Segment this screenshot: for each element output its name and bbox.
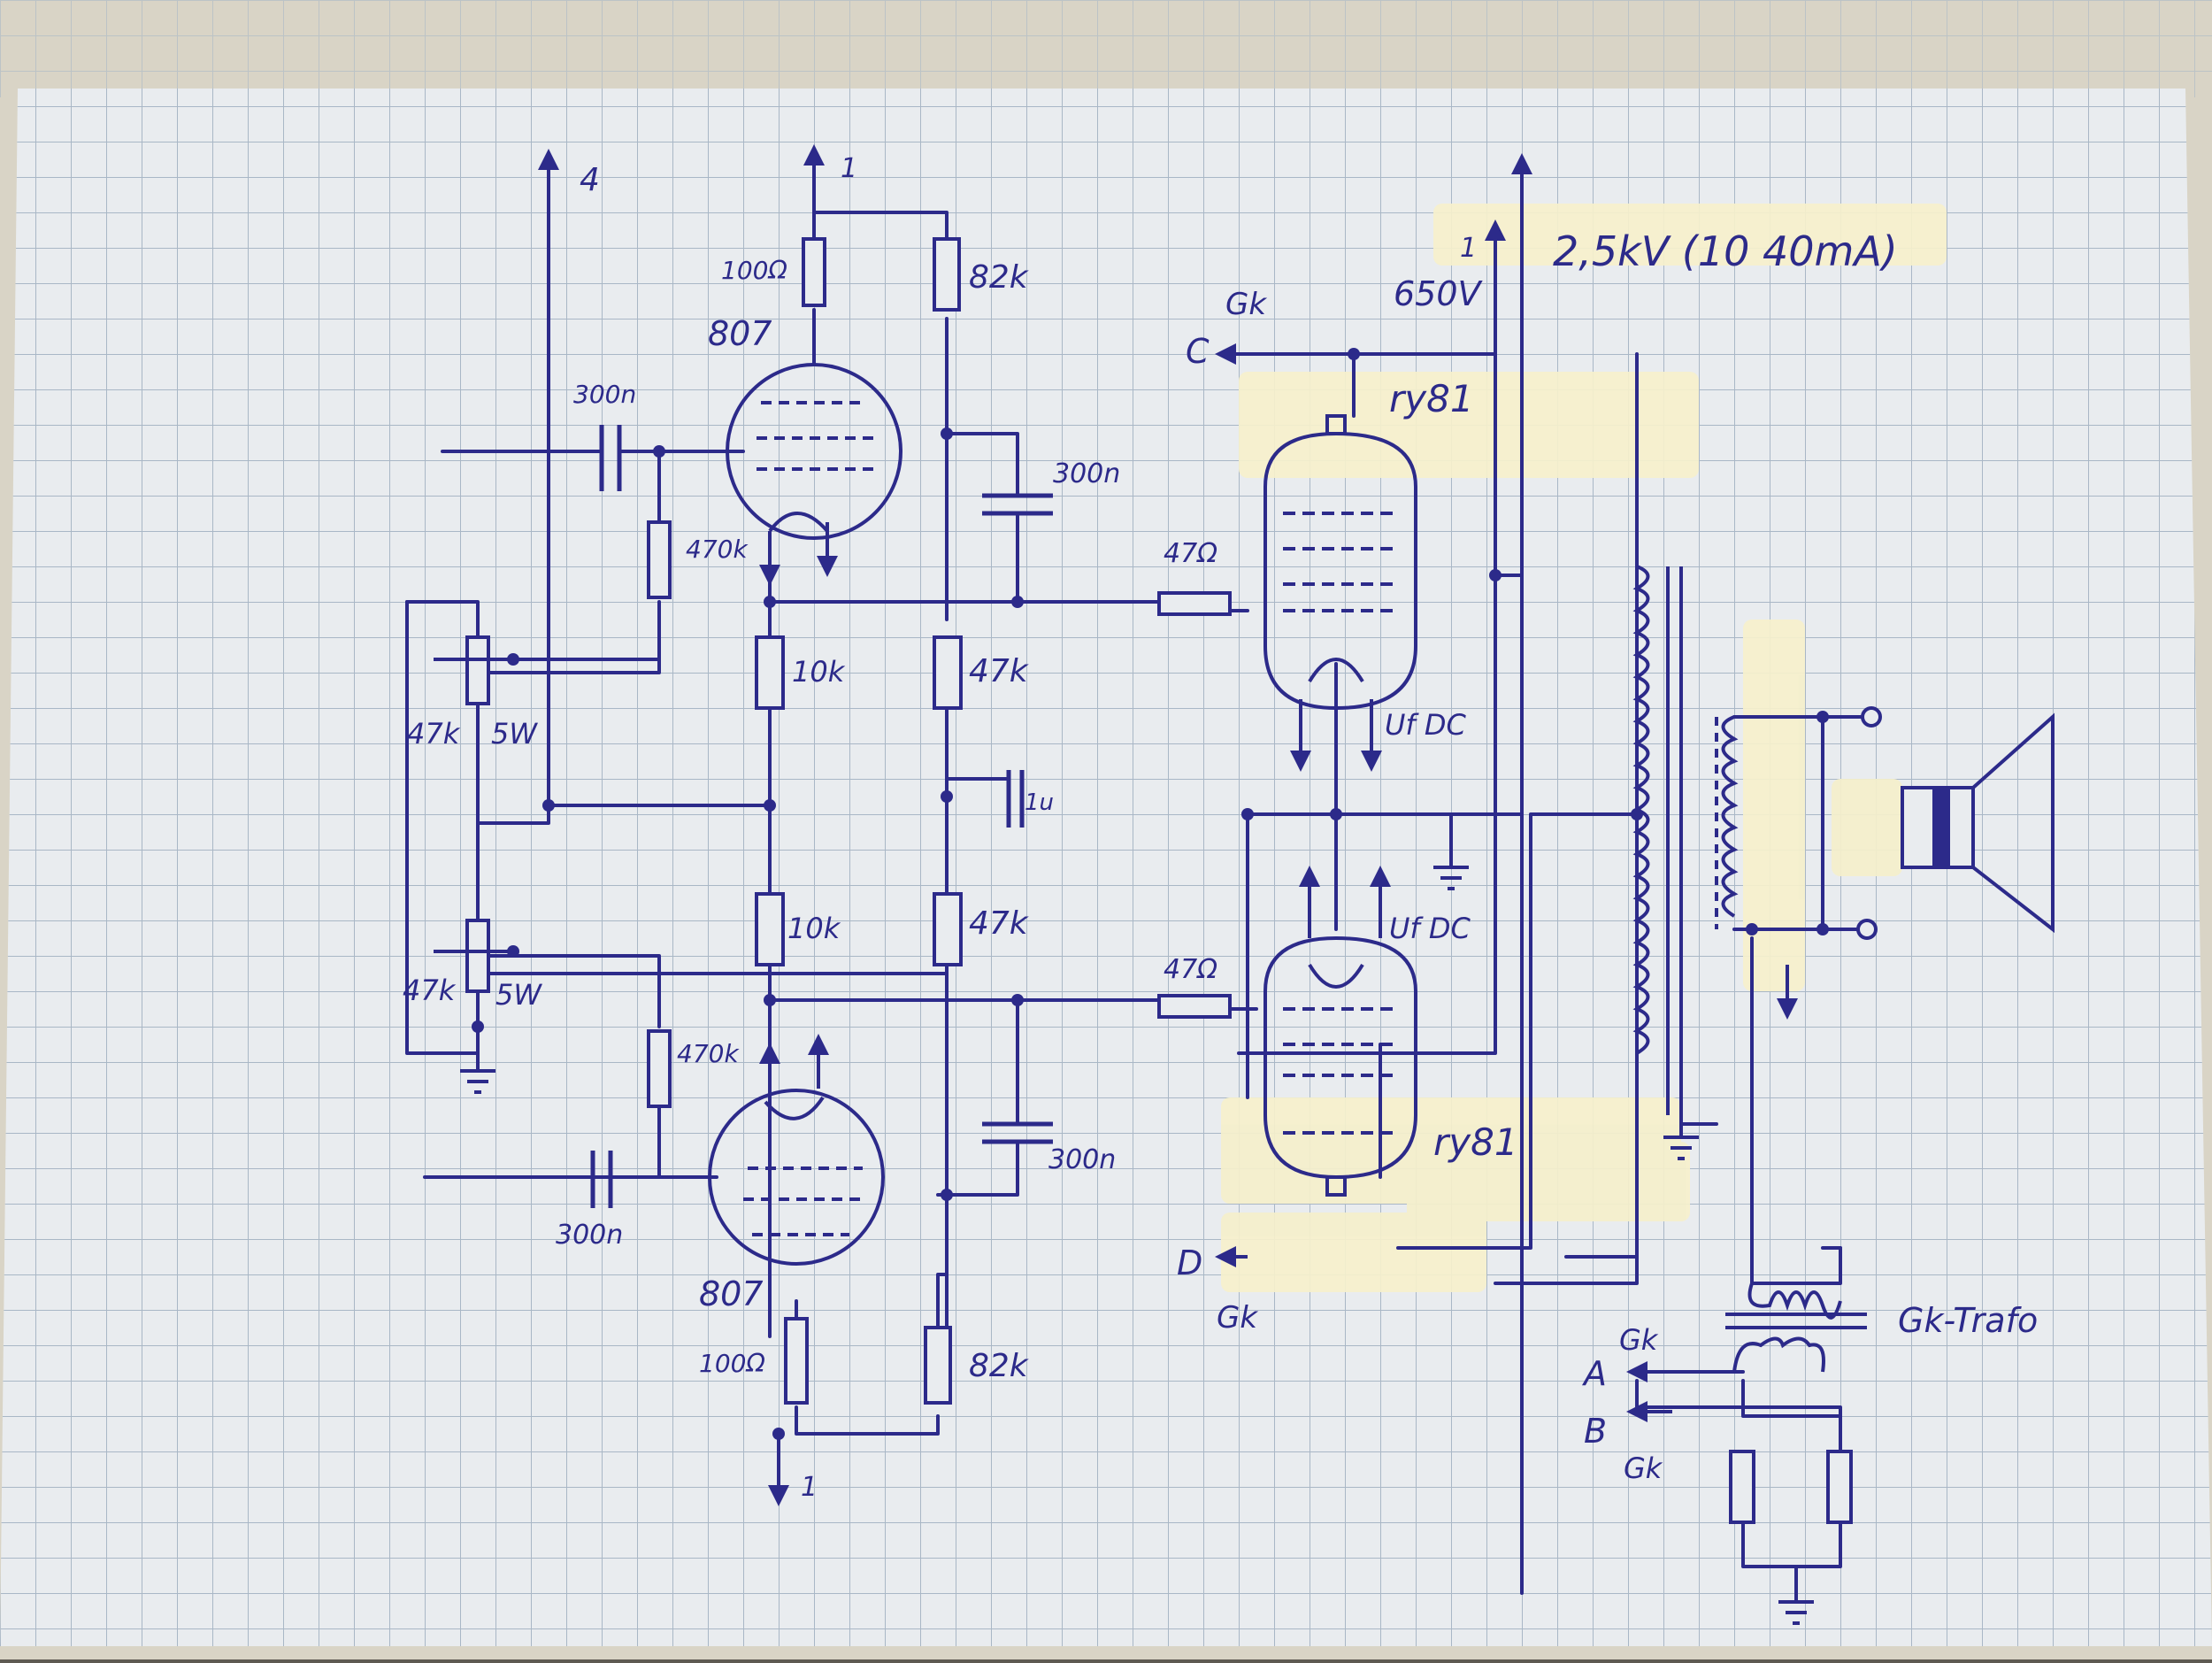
label-pot-top-w: 5W [491,717,538,751]
label-gk-trafo: Gk-Trafo [1898,1301,2038,1340]
label-r-10k-top: 10k [792,655,846,689]
label-rail-4: 4 [580,162,600,198]
label-gk-b: Gk [1624,1451,1663,1485]
label-r-47k-top: 47k [969,653,1030,689]
label-port-c: C [1186,332,1210,371]
capacitors [590,425,1053,1208]
label-cap-top-right: 300n [1053,458,1120,489]
tube-807-bottom [708,1089,885,1266]
pot-wipers [434,658,659,953]
cap-300n-top-in [599,425,622,491]
label-gk-c: Gk [1225,287,1267,322]
label-pot-bottom-w: 5W [495,978,542,1012]
schematic-wiring [405,149,1869,1604]
ground-center [1433,866,1469,890]
label-rail-1-bottom: 1 [801,1472,818,1503]
resistor-47r-bottom [1157,994,1232,1019]
label-gk-a: Gk [1619,1323,1659,1357]
ground-left [460,1053,495,1094]
label-r-47k-bottom: 47k [969,905,1030,942]
resistor-47k-top [933,635,963,710]
label-cap-1u: 1u [1025,789,1054,816]
resistor-47k-bottom [933,892,963,966]
cap-300n-bottom-in [590,1151,613,1208]
label-r-bottom-grid: 470k [677,1039,740,1068]
label-gk-d: Gk [1217,1300,1258,1336]
junction-dots [472,348,1829,1440]
label-tube-bottom: 807 [699,1274,764,1313]
label-port-a: A [1581,1354,1607,1393]
labels: 4 1 100Ω 82k 807 300n 300n 470k 47Ω 10k … [403,153,2038,1503]
label-rail-1-top: 1 [841,153,857,184]
label-hv-650: 650V [1394,274,1484,313]
label-port-d: D [1177,1243,1202,1282]
label-uf-top: Uf DC [1385,708,1467,742]
ground-transformer [1663,1124,1699,1160]
label-r-bottom-82k: 82k [969,1348,1030,1384]
label-r-10k-bottom: 10k [787,912,841,945]
pot-47k-top [465,635,490,705]
resistor-82k-top [933,237,961,312]
label-hv-note: 2,5kV (10 40mA) [1553,227,1898,275]
supply-rails [538,144,1798,1506]
top-page-grid [0,0,2212,97]
tube-ry81-bottom [1263,935,1417,1197]
resistor-10k-top [755,635,785,710]
cap-300n-top-right [982,493,1053,516]
label-tube-ry81-bottom: ry81 [1433,1120,1518,1164]
label-r-top-anode: 100Ω [721,256,787,285]
label-cap-bottom-in: 300n [556,1220,623,1251]
resistor-100r-top [802,237,826,307]
label-r-47-bottom: 47Ω [1164,954,1217,985]
label-pot-bottom-r: 47k [403,974,457,1007]
output-transformer [1632,565,1739,1115]
label-r-bottom-anode: 100Ω [699,1349,765,1378]
resistors [465,237,1853,1524]
label-uf-bottom: Uf DC [1389,912,1471,945]
label-cap-bottom-right: 300n [1048,1144,1116,1175]
label-r-47-top: 47Ω [1164,538,1217,569]
label-rail-1-right: 1 [1460,233,1477,264]
label-tube-top: 807 [708,314,772,353]
cap-1u [1006,770,1025,828]
resistor-82k-bottom [924,1326,952,1405]
speaker [1901,712,2055,934]
label-r-top-grid: 470k [686,535,749,564]
ground-trafo-bottom [1778,1600,1814,1625]
label-tube-ry81-top: ry81 [1389,377,1474,420]
gk-transformer [1725,1282,1867,1373]
transformers [1632,565,1867,1373]
label-pot-top-r: 47k [407,717,461,751]
resistor-100r-bottom [784,1317,809,1405]
output-terminals [1856,706,1882,940]
resistor-470k-top [647,520,672,599]
label-cap-top-in: 300n [573,380,636,409]
label-port-b: B [1584,1412,1607,1451]
resistor-10k-bottom [755,892,785,966]
tube-807-top [726,363,902,540]
label-r-top-82k: 82k [969,259,1030,296]
resistor-470k-bottom [647,1029,672,1108]
resistor-trafo-left [1729,1450,1755,1524]
resistor-47r-top [1157,591,1232,616]
grounds [460,866,1814,1625]
tube-ry81-top [1263,414,1417,711]
resistor-trafo-right [1826,1450,1853,1524]
pot-47k-bottom [465,919,490,993]
tubes [708,363,1417,1266]
cap-300n-bottom-right [982,1121,1053,1144]
